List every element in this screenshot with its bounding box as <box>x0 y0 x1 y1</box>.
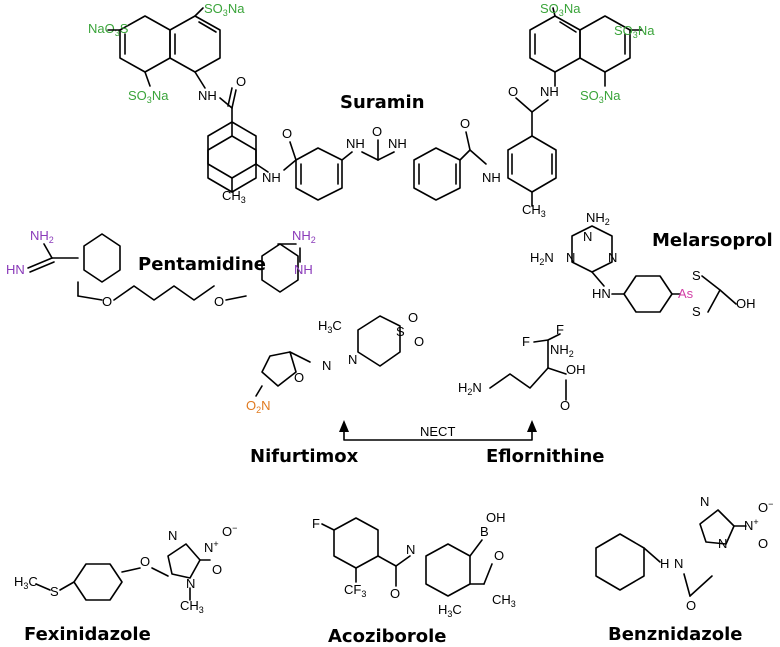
oh-label: OH <box>486 510 506 525</box>
pentamidine-name: Pentamidine <box>138 254 266 275</box>
nh-label: NH <box>540 84 559 99</box>
oh-label: OH <box>736 296 756 311</box>
ch3-label: CH3 <box>492 592 516 609</box>
o-minus-label: O− <box>758 499 773 515</box>
n-label: N <box>322 358 331 373</box>
so3na-label: SO3Na <box>540 1 581 18</box>
b-label: B <box>480 524 489 539</box>
s-label: S <box>50 584 59 599</box>
n-label: N <box>718 536 727 551</box>
nh-label: NH <box>388 136 407 151</box>
nh-label: NH <box>262 170 281 185</box>
acoziborole-structure: F CF3 O N B OH O H3C CH3 Acoziborole <box>312 510 516 647</box>
o-minus-label: O− <box>222 523 237 539</box>
fexinidazole-structure: H3C S O N N CH3 N+ O− O Fexinidazole <box>14 523 237 645</box>
o-label: O <box>390 586 400 601</box>
nh-label: NH <box>482 170 501 185</box>
nh-label: NH <box>294 262 313 277</box>
so3na-label: SO3Na <box>614 23 655 40</box>
n-label: N <box>186 576 195 591</box>
o-label: O <box>408 310 418 325</box>
benznidazole-name: Benznidazole <box>608 624 742 645</box>
acoziborole-name: Acoziborole <box>328 626 447 647</box>
h2n-label: H2N <box>530 250 554 267</box>
suramin-structure: SO3Na NaO3S SO3Na NH O CH3 NH O NH O NH <box>88 1 655 219</box>
o-label: O <box>508 84 518 99</box>
nh2-label: NH2 <box>586 210 610 227</box>
o-label: O <box>140 554 150 569</box>
so3na-label: SO3Na <box>580 88 621 105</box>
suramin-name: Suramin <box>340 92 425 113</box>
n-label: N <box>168 528 177 543</box>
o-label: O <box>494 548 504 563</box>
o-label: O <box>282 126 292 141</box>
nh-label: NH <box>198 88 217 103</box>
melarsoprol-name: Melarsoprol <box>652 230 773 251</box>
n-label: N <box>566 250 575 265</box>
o-label: O <box>214 294 224 309</box>
o-label: O <box>414 334 424 349</box>
nect-arrow: NECT <box>339 420 537 441</box>
f-label: F <box>312 516 320 531</box>
n-label: N <box>608 250 617 265</box>
ch3-label: CH3 <box>222 188 246 205</box>
nh-label: NH <box>346 136 365 151</box>
nh-label: N <box>406 542 415 557</box>
h3c-s-label: H3C <box>14 574 38 591</box>
nifurtimox-structure: H3C S O O N N O O2N Nifurtimox <box>246 310 424 467</box>
o-label: O <box>212 562 222 577</box>
pentamidine-structure: NH2 HN O O NH2 NH Pentamidine <box>6 228 316 309</box>
fexinidazole-name: Fexinidazole <box>24 624 151 645</box>
oh-label: OH <box>566 362 586 377</box>
o-label: O <box>102 294 112 309</box>
n-label: N <box>700 494 709 509</box>
f-label: F <box>556 322 564 337</box>
o-label: O <box>460 116 470 131</box>
hn-label: HN <box>592 286 611 301</box>
nh2-label: NH2 <box>30 228 54 245</box>
cf3-label: CF3 <box>344 582 366 599</box>
nh2-label: NH2 <box>292 228 316 245</box>
so3na-label: SO3Na <box>204 1 245 18</box>
o-label: O <box>758 536 768 551</box>
ch3-label: CH3 <box>180 598 204 615</box>
n-label: N <box>674 556 683 571</box>
nect-label: NECT <box>420 424 455 439</box>
as-label: As <box>678 286 694 301</box>
nh-label: H <box>660 556 669 571</box>
melarsoprol-structure: NH2 N N N H2N HN As S S OH Melarsoprol <box>530 210 773 319</box>
eflornithine-structure: F F NH2 H2N OH O Eflornithine <box>458 322 604 467</box>
eflornithine-name: Eflornithine <box>486 446 604 467</box>
nifurtimox-name: Nifurtimox <box>250 446 359 467</box>
s-label: S <box>396 324 405 339</box>
o-label: O <box>560 398 570 413</box>
n-label: N <box>348 352 357 367</box>
o-label: O <box>372 124 382 139</box>
h2n-label: H2N <box>458 380 482 397</box>
nitro-label: N+ <box>744 517 759 533</box>
nh2-label: NH2 <box>550 342 574 359</box>
s-label: S <box>692 304 701 319</box>
benznidazole-structure: H N O N N N+ O− O Benznidazole <box>595 494 773 645</box>
hn-label: HN <box>6 262 25 277</box>
s-label: S <box>692 268 701 283</box>
nitro-label: N+ <box>204 539 219 555</box>
ch3-label: CH3 <box>522 202 546 219</box>
o-label: O <box>236 74 246 89</box>
o-label: O <box>686 598 696 613</box>
n-label: N <box>583 229 592 244</box>
so3na-label: SO3Na <box>128 88 169 105</box>
o-label: O <box>294 370 304 385</box>
h3c-label: H3C <box>438 602 462 619</box>
o2n-label: O2N <box>246 398 271 415</box>
h3c-label: H3C <box>318 318 342 335</box>
f-label: F <box>522 334 530 349</box>
